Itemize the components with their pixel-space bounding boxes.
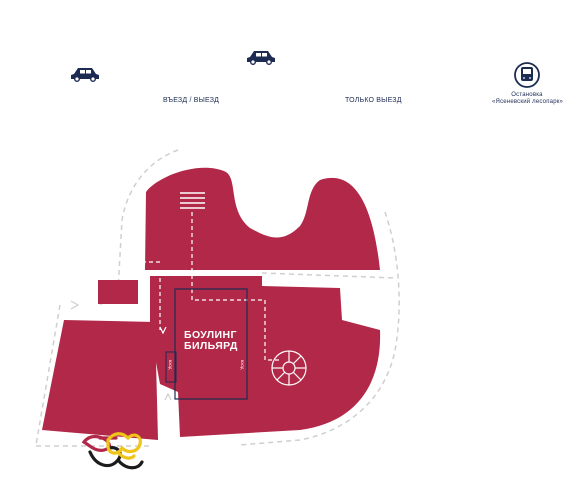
exit-only-label: ТОЛЬКО ВЫЕЗД bbox=[345, 97, 402, 104]
entry-exit-label: ВЪЕЗД / ВЫЕЗД bbox=[163, 97, 220, 104]
outer-path-left bbox=[117, 149, 179, 291]
venue-side-label: ВХОД bbox=[240, 360, 244, 370]
bus-icon bbox=[514, 62, 540, 88]
crosswalk bbox=[180, 192, 205, 209]
venue-entrance-box bbox=[165, 351, 177, 383]
top-path bbox=[261, 272, 396, 279]
venue-entrance-label: ВХОД bbox=[168, 360, 172, 370]
building-west bbox=[42, 320, 158, 440]
venue-title: БОУЛИНГ БИЛЬЯРД bbox=[184, 330, 238, 352]
bus-stop-name-line1: Остановка bbox=[511, 92, 543, 98]
spiral-stairs-icon bbox=[271, 350, 307, 386]
arrow-up bbox=[164, 392, 172, 401]
car-icon-top bbox=[247, 51, 275, 66]
bus-stop-name-line2: «Ясеневский лесопарк» bbox=[492, 99, 564, 105]
building-north bbox=[145, 167, 380, 270]
internal-walkways bbox=[135, 212, 282, 361]
left-path bbox=[35, 304, 61, 446]
arrow-right bbox=[70, 300, 80, 310]
venue-outline bbox=[174, 288, 248, 400]
car-icon-left bbox=[71, 68, 99, 82]
venue-title-line2: БИЛЬЯРД bbox=[184, 340, 238, 352]
playground-icon bbox=[81, 432, 144, 470]
direction-arrows bbox=[70, 300, 172, 401]
venue-title-line1: БОУЛИНГ bbox=[184, 329, 237, 341]
arrow-down bbox=[159, 326, 167, 335]
bus-stop-label: Остановка «Ясеневский лесопарк» bbox=[492, 92, 564, 106]
outer-path-right bbox=[239, 211, 400, 446]
building-small bbox=[98, 280, 138, 304]
